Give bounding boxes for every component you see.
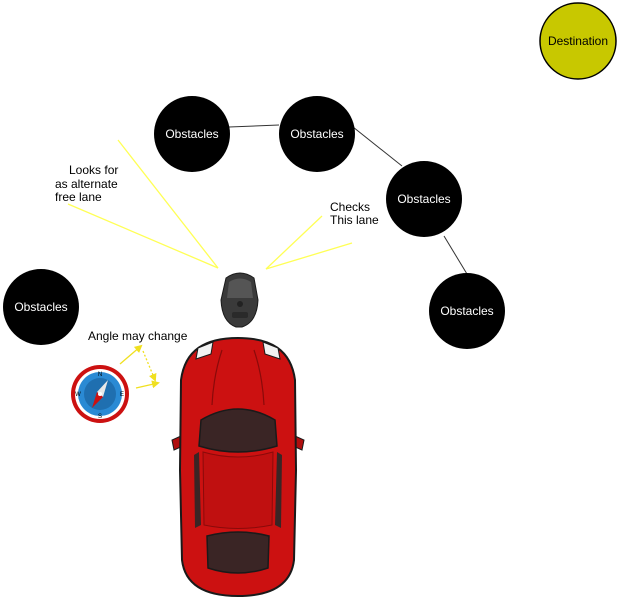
arrow-solid: [135, 380, 160, 389]
arrow-solid: [119, 344, 143, 365]
connector-line: [352, 126, 403, 167]
obstacle-circle: [386, 161, 462, 237]
checks-lane-note-line2: This lane: [330, 213, 379, 227]
sensor-device-icon: [220, 272, 259, 328]
arrow-dotted: [142, 350, 157, 382]
obstacle-label: Obstacles: [397, 192, 450, 206]
compass-north-label: N: [98, 372, 102, 378]
obstacle-node: Obstacles: [3, 269, 79, 345]
obstacle-label: Obstacles: [165, 127, 218, 141]
obstacle-circle: [429, 273, 505, 349]
destination-circle: [539, 2, 617, 80]
car-icon: [171, 336, 305, 598]
compass-icon: N S E W: [71, 365, 129, 423]
obstacle-circle: [279, 96, 355, 172]
scan-line: [117, 139, 219, 269]
alternate-lane-note-line1: Looks for: [69, 163, 118, 177]
scan-line: [67, 203, 219, 269]
obstacle-circle: [3, 269, 79, 345]
checks-lane-note-line1: Checks: [330, 200, 370, 214]
obstacle-node: Obstacles: [154, 96, 230, 172]
scan-line: [265, 215, 323, 270]
connector-line: [443, 235, 468, 275]
alternate-lane-note-line3: free lane: [55, 190, 102, 204]
obstacle-label: Obstacles: [14, 300, 67, 314]
obstacle-circle: [154, 96, 230, 172]
compass-south-label: S: [98, 414, 102, 420]
alternate-lane-note-line2: as alternate: [55, 177, 118, 191]
obstacle-node: Obstacles: [279, 96, 355, 172]
compass-west-label: W: [75, 392, 81, 398]
angle-note: Angle may change: [88, 329, 188, 343]
compass-east-label: E: [120, 392, 124, 398]
destination-label: Destination: [548, 34, 608, 48]
connector-line: [228, 124, 280, 128]
obstacle-label: Obstacles: [440, 304, 493, 318]
obstacle-node: Obstacles: [429, 273, 505, 349]
compass-direction-arrows: [119, 344, 160, 389]
scan-line: [265, 242, 353, 270]
obstacle-node: Obstacles: [386, 161, 462, 237]
destination-node: Destination: [539, 2, 617, 80]
scan-lines: [67, 139, 353, 270]
obstacle-connectors: [228, 124, 468, 275]
obstacle-label: Obstacles: [290, 127, 343, 141]
